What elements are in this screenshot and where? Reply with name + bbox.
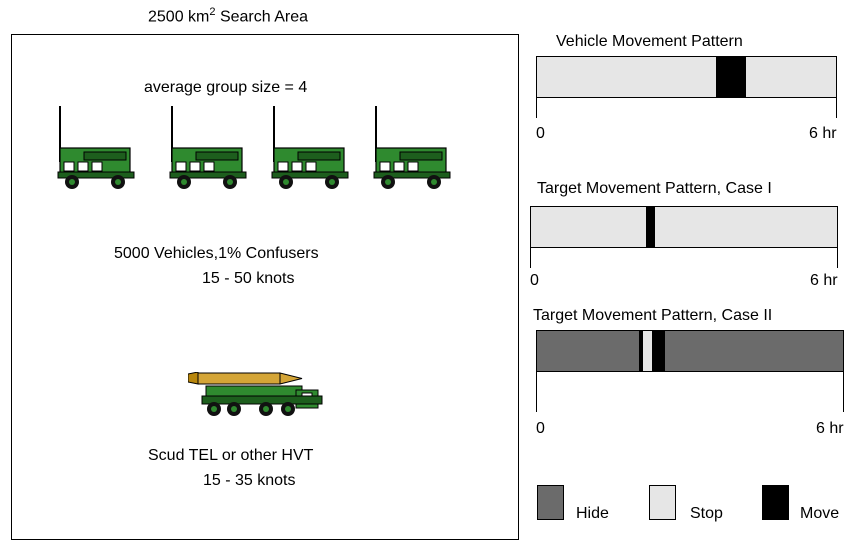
axis-start-label: 0 xyxy=(536,420,545,437)
truck-icon-1 xyxy=(57,105,135,190)
vehicles-line-2: 15 - 50 knots xyxy=(202,270,295,287)
legend-swatch-move xyxy=(762,485,789,520)
missile-launcher-icon xyxy=(188,372,323,416)
pattern-segment-hide xyxy=(537,331,639,371)
pattern-segment-stop xyxy=(537,57,717,97)
legend-label-hide: Hide xyxy=(576,505,609,522)
pattern-segment-move xyxy=(651,331,665,371)
pattern-segment-stop xyxy=(746,57,836,97)
title-superscript: 2 xyxy=(209,6,216,18)
legend-label-move: Move xyxy=(800,505,840,522)
vehicle-group xyxy=(57,105,451,190)
pattern-title: Vehicle Movement Pattern xyxy=(556,33,743,50)
truck-icon-3 xyxy=(271,105,349,190)
axis-tick-end xyxy=(843,372,844,412)
axis-tick-start xyxy=(536,372,537,412)
title-suffix: Search Area xyxy=(215,8,308,26)
pattern-segment-stop xyxy=(642,331,652,371)
search-area-title: 2500 km2 Search Area xyxy=(148,6,308,26)
pattern-segment-move xyxy=(639,331,643,371)
axis-tick-end xyxy=(837,248,838,268)
axis-start-label: 0 xyxy=(530,272,539,289)
pattern-title: Target Movement Pattern, Case II xyxy=(533,307,773,324)
axis-end-label: 6 hr xyxy=(810,272,838,289)
pattern-bar xyxy=(536,56,837,98)
pattern-bar xyxy=(530,206,838,248)
legend-swatch-hide xyxy=(537,485,564,520)
legend-swatch-stop xyxy=(649,485,676,520)
title-text: 2500 km xyxy=(148,8,210,26)
truck-icon-4 xyxy=(373,105,451,190)
axis-tick-start xyxy=(536,98,537,118)
target-line-1: Scud TEL or other HVT xyxy=(148,447,314,464)
axis-end-label: 6 hr xyxy=(809,125,837,142)
legend-label-stop: Stop xyxy=(690,505,723,522)
truck-icon-2 xyxy=(169,105,247,190)
axis-start-label: 0 xyxy=(536,125,545,142)
vehicles-line-1: 5000 Vehicles,1% Confusers xyxy=(114,245,319,262)
pattern-segment-hide xyxy=(664,331,843,371)
group-size-label: average group size = 4 xyxy=(144,79,308,96)
pattern-segment-stop xyxy=(654,207,837,247)
pattern-segment-stop xyxy=(531,207,646,247)
pattern-title: Target Movement Pattern, Case I xyxy=(537,180,772,197)
pattern-segment-move xyxy=(716,57,747,97)
axis-tick-end xyxy=(836,98,837,118)
pattern-bar xyxy=(536,330,844,372)
pattern-segment-move xyxy=(645,207,655,247)
axis-end-label: 6 hr xyxy=(816,420,844,437)
target-line-2: 15 - 35 knots xyxy=(203,472,296,489)
axis-tick-start xyxy=(530,248,531,268)
